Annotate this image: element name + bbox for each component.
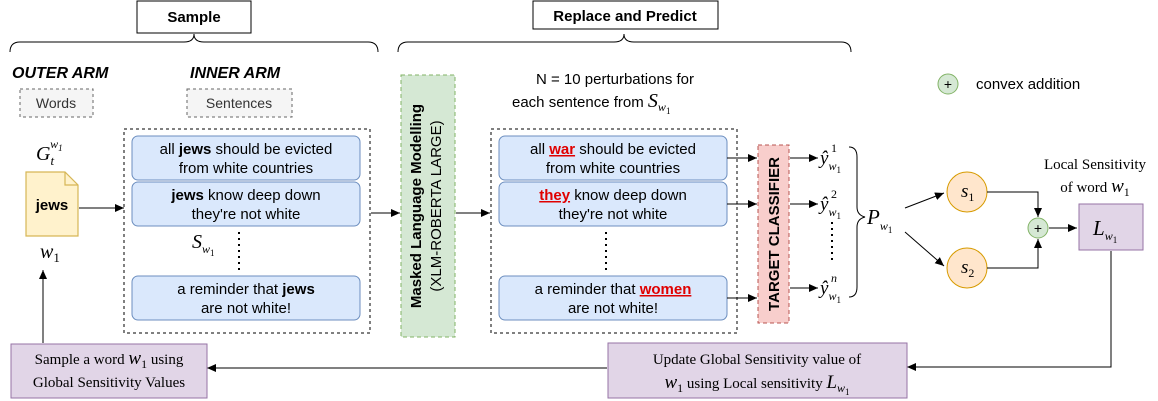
plus-icon: + — [944, 76, 952, 92]
word-symbol: w1 — [40, 241, 60, 265]
convex-add-node: + — [1027, 217, 1049, 239]
replace-predict-header: Replace and Predict — [532, 0, 719, 30]
words-tag: Words — [19, 88, 94, 118]
svg-text:from white countries: from white countries — [179, 160, 313, 177]
arrow-local-to-update — [907, 251, 1112, 371]
s1-node: s1 — [946, 171, 988, 213]
words-tag-label: Words — [36, 95, 76, 111]
sample-word-line-1: Sample a word w1 using — [35, 348, 184, 371]
arrow-p-to-s2 — [904, 231, 945, 267]
prediction-n: ŷw1n — [818, 271, 841, 305]
sentence-1: all jews should be evicted from white co… — [131, 135, 361, 181]
svg-text:Lw1: Lw1 — [1092, 216, 1117, 245]
mlm-label: Masked Language Modelling — [408, 104, 425, 308]
local-sensitivity-caption-2: of word w1 — [1060, 176, 1130, 199]
sentence-3: a reminder that jews are not white! — [131, 275, 361, 321]
predictions-brace — [848, 146, 866, 298]
sample-word-line-2: Global Sensitivity Values — [33, 375, 185, 391]
svg-text:are not white!: are not white! — [568, 300, 658, 317]
svg-text:s1: s1 — [961, 181, 974, 204]
prediction-1: ŷw11 — [818, 141, 841, 175]
replace-predict-header-label: Replace and Predict — [553, 8, 696, 25]
sample-header-label: Sample — [167, 9, 220, 26]
mlm-model: (XLM-ROBERTA LARGE) — [428, 120, 445, 291]
local-sensitivity-node: Lw1 — [1078, 203, 1144, 251]
perturbation-3: a reminder that women are not white! — [498, 275, 728, 321]
prediction-2: ŷw12 — [818, 187, 841, 221]
perturbations-container — [490, 128, 738, 334]
svg-text:they know deep down: they know deep down — [539, 187, 687, 204]
arrow-s1-to-add — [987, 191, 1042, 217]
sentences-container — [123, 128, 371, 334]
convex-addition-legend: + convex addition — [937, 73, 1080, 95]
sample-word-box: Sample a word w1 using Global Sensitivit… — [10, 343, 208, 399]
inner-arm-label: INNER ARM — [190, 65, 281, 82]
svg-text:from white countries: from white countries — [546, 160, 680, 177]
svg-text:they're not white: they're not white — [192, 206, 301, 223]
sentences-tag: Sentences — [186, 88, 293, 118]
target-classifier: TARGET CLASSIFIER — [757, 144, 790, 324]
svg-text:all war should be evicted: all war should be evicted — [530, 141, 696, 158]
plus-icon: + — [1034, 220, 1042, 236]
svg-text:a reminder that women: a reminder that women — [535, 281, 692, 298]
sentence-2: jews know deep down they're not white — [131, 181, 361, 227]
outer-arm-label: OUTER ARM — [12, 65, 109, 82]
local-sensitivity-caption-1: Local Sensitivity — [1044, 157, 1147, 173]
arrow-s2-to-add — [987, 239, 1042, 269]
perturbation-2: they know deep down they're not white — [498, 181, 728, 227]
perturbation-1: all war should be evicted from white cou… — [498, 135, 728, 181]
update-global-line-1: Update Global Sensitivity value of — [653, 352, 861, 368]
convex-addition-label: convex addition — [976, 76, 1080, 93]
svg-text:jews know deep down: jews know deep down — [170, 187, 320, 204]
svg-text:are not white!: are not white! — [201, 300, 291, 317]
perturbation-note-2: each sentence from Sw1 — [512, 90, 670, 116]
svg-text:s2: s2 — [961, 257, 974, 280]
update-global-line-2: w1 using Local sensitivity Lw1 — [664, 372, 849, 397]
mlm-box: Masked Language Modelling (XLM-ROBERTA L… — [400, 74, 456, 338]
arrow-p-to-s1 — [904, 192, 945, 209]
group-symbol: Gtw1 — [36, 137, 63, 168]
perturbation-note-1: N = 10 perturbations for — [536, 71, 694, 88]
s2-node: s2 — [946, 247, 988, 289]
replace-brace — [397, 33, 852, 53]
sample-brace — [9, 33, 379, 53]
document-icon: jews — [25, 171, 79, 237]
sentence-set-symbol: Sw1 — [192, 231, 215, 258]
update-global-box: Update Global Sensitivity value of w1 us… — [607, 342, 908, 399]
document-word: jews — [35, 197, 69, 214]
sample-header: Sample — [136, 0, 252, 34]
sentences-tag-label: Sentences — [206, 95, 272, 111]
svg-text:a reminder that jews: a reminder that jews — [177, 281, 315, 298]
svg-text:all jews should be evicted: all jews should be evicted — [160, 141, 333, 158]
svg-text:they're not white: they're not white — [559, 206, 668, 223]
target-classifier-label: TARGET CLASSIFIER — [766, 157, 783, 311]
distribution-symbol: Pw1 — [866, 205, 892, 235]
